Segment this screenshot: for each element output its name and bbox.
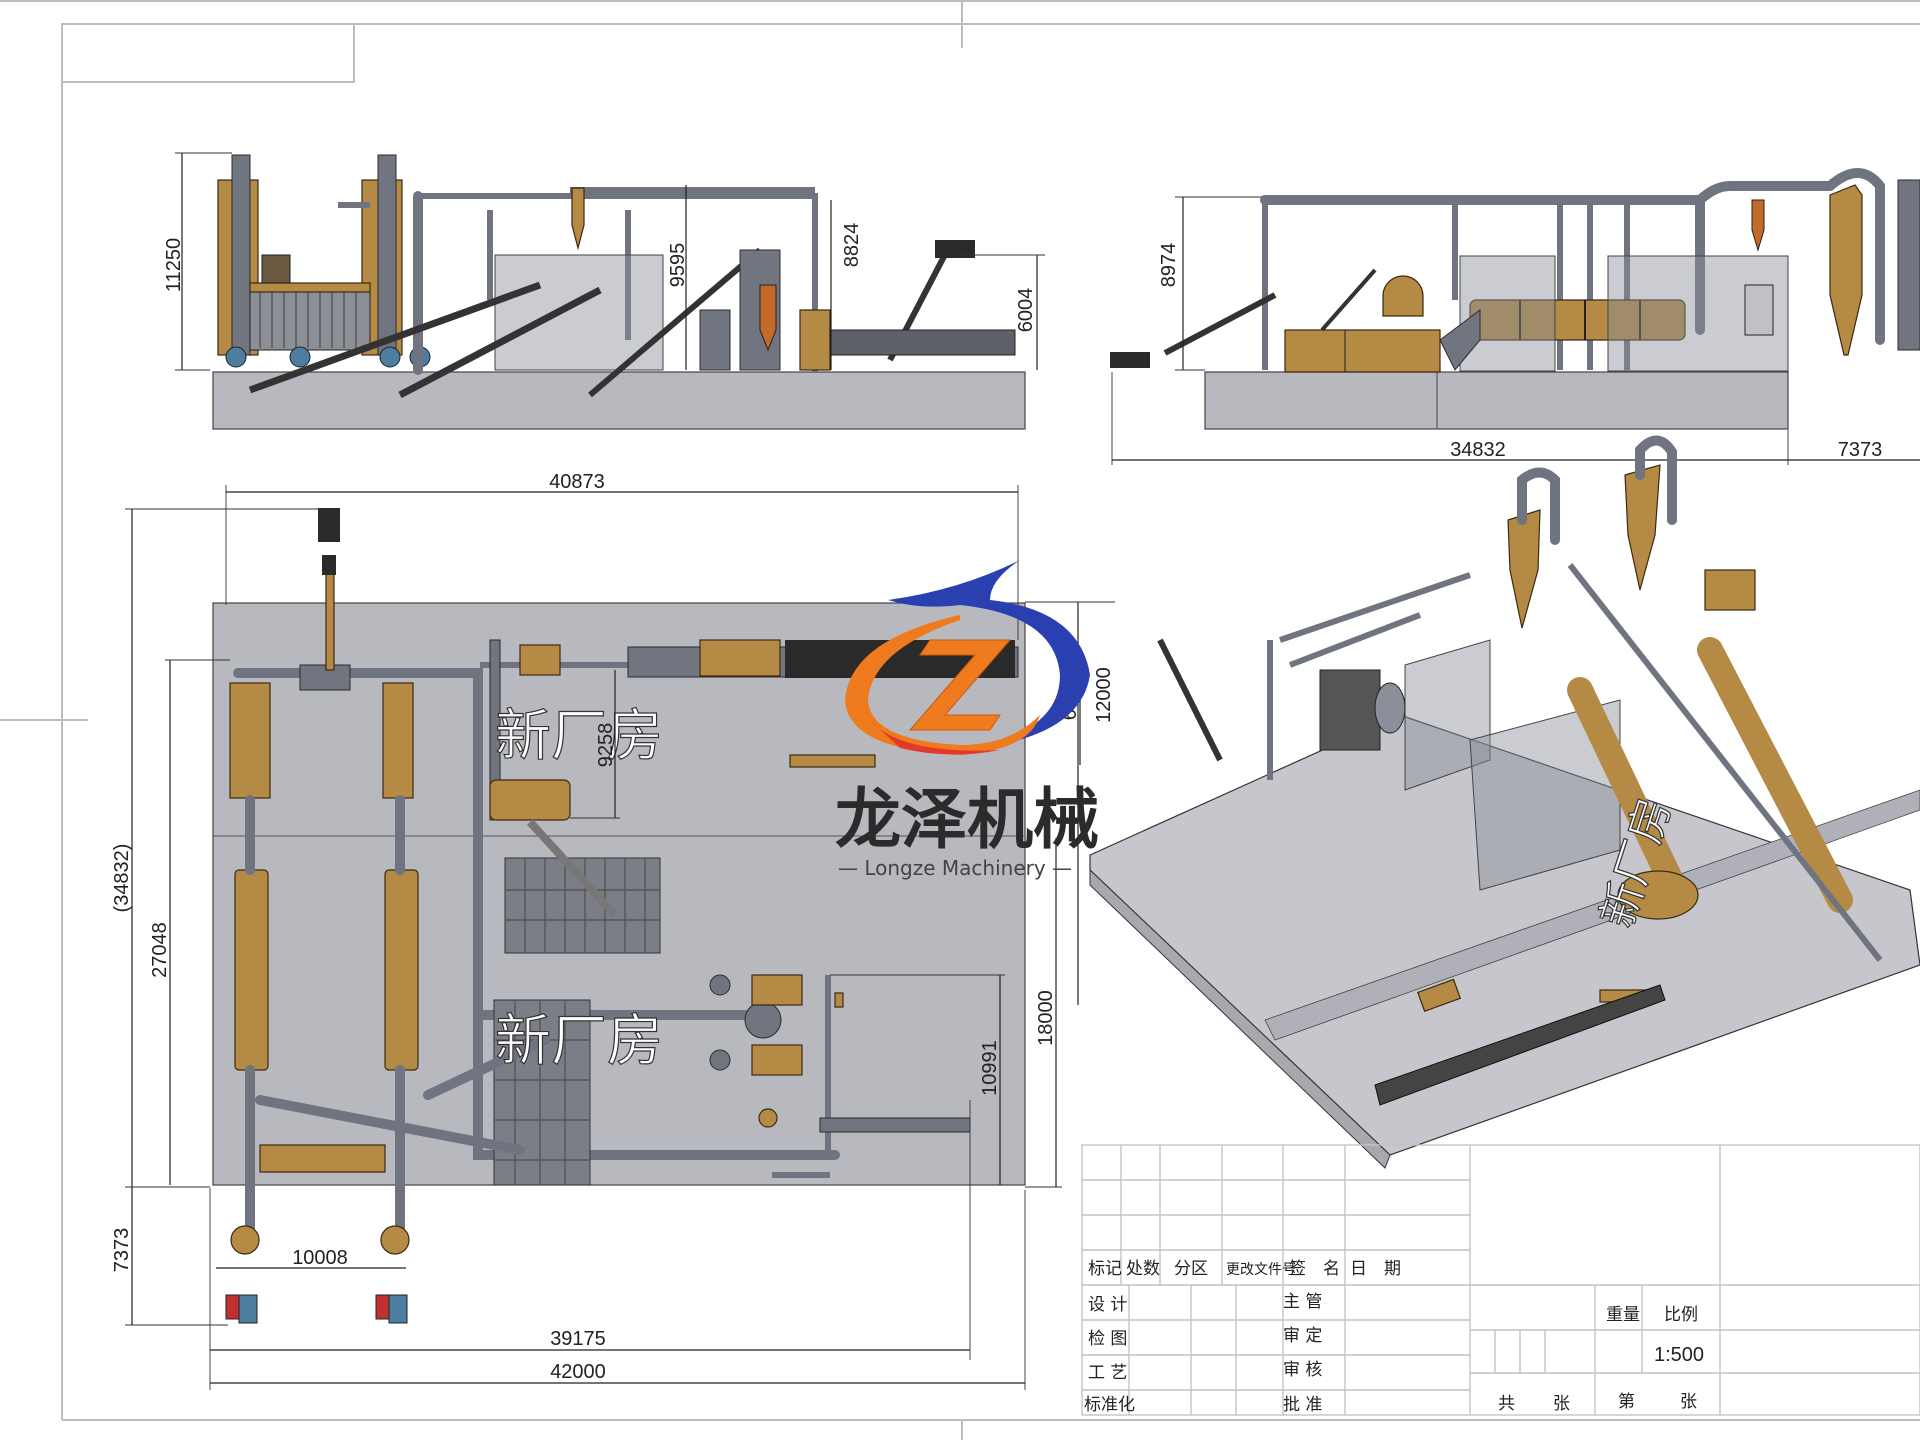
plan-dimensions: 40873 (34832) 27048 7373 12000 6527 1800…	[111, 471, 1115, 1390]
svg-text:检 图: 检 图	[1088, 1329, 1127, 1349]
svg-text:7373: 7373	[1838, 439, 1883, 461]
room-label-new-plant: 新厂房	[495, 704, 663, 769]
storage-racks-top	[504, 857, 661, 954]
svg-text:审 核: 审 核	[1283, 1360, 1322, 1380]
svg-text:11250: 11250	[163, 238, 185, 292]
svg-text:标准化: 标准化	[1084, 1395, 1135, 1415]
svg-text:第: 第	[1618, 1392, 1635, 1412]
svg-text:8974: 8974	[1158, 243, 1180, 288]
svg-text:— Longze Machinery —: — Longze Machinery —	[838, 856, 1072, 880]
svg-text:工 艺: 工 艺	[1088, 1363, 1127, 1383]
svg-text:42000: 42000	[550, 1361, 606, 1383]
svg-text:12000: 12000	[1093, 667, 1115, 723]
dryer-feed-box-right	[382, 682, 414, 799]
foundation-slab-side	[1204, 371, 1789, 430]
front-elevation-view[interactable]: 11250 9595 8824 6004	[163, 152, 1045, 430]
svg-text:40873: 40873	[549, 471, 605, 493]
front-dimensions: 11250 9595 8824 6004	[163, 152, 1045, 371]
svg-text:共: 共	[1498, 1394, 1515, 1414]
svg-text:日 期: 日 期	[1350, 1259, 1401, 1279]
svg-text:处数: 处数	[1126, 1259, 1160, 1279]
svg-text:27048: 27048	[149, 922, 171, 978]
isometric-view[interactable]: 新厂房	[1089, 435, 1920, 1169]
side-dimensions: 8974 34832 7373	[1111, 196, 1920, 465]
svg-text:1:500: 1:500	[1654, 1344, 1704, 1366]
foundation-slab	[212, 371, 1026, 430]
svg-text:审 定: 审 定	[1283, 1326, 1322, 1346]
svg-text:34832: 34832	[1450, 439, 1506, 461]
svg-text:更改文件号: 更改文件号	[1226, 1262, 1296, 1278]
svg-text:龙泽机械: 龙泽机械	[835, 781, 1099, 858]
svg-text:8824: 8824	[841, 223, 863, 268]
plan-view[interactable]: 新厂房 新厂房 40873 (34832) 27048 7373 12000 6…	[111, 471, 1115, 1390]
svg-text:39175: 39175	[550, 1328, 606, 1350]
side-elevation-view[interactable]: 8974 34832 7373	[1110, 168, 1920, 465]
svg-text:批 准: 批 准	[1283, 1395, 1322, 1415]
rotary-dryer-left	[234, 869, 269, 1071]
room-label-new-plant-2: 新厂房	[495, 1009, 663, 1074]
svg-text:重量: 重量	[1606, 1305, 1640, 1325]
svg-text:7373: 7373	[111, 1228, 133, 1273]
rotary-dryer-right	[384, 869, 419, 1071]
svg-text:10008: 10008	[292, 1247, 348, 1269]
svg-text:10991: 10991	[979, 1040, 1001, 1096]
svg-text:9258: 9258	[595, 723, 617, 768]
svg-text:张: 张	[1553, 1394, 1570, 1414]
svg-text:(34832): (34832)	[111, 844, 133, 913]
svg-text:18000: 18000	[1035, 990, 1057, 1046]
title-block: 标记 处数 分区 更改文件号 签 名 日 期 设 计 检 图 工 艺 标准化 主…	[1081, 1144, 1920, 1416]
svg-text:签 名: 签 名	[1289, 1259, 1340, 1279]
svg-text:标记: 标记	[1088, 1259, 1122, 1279]
burner	[259, 1144, 386, 1173]
svg-text:6004: 6004	[1015, 288, 1037, 333]
dryer-feed-box-left	[229, 682, 271, 799]
svg-text:9595: 9595	[667, 243, 689, 288]
svg-text:主 管: 主 管	[1283, 1292, 1322, 1312]
svg-text:设 计: 设 计	[1088, 1295, 1127, 1315]
svg-text:比例: 比例	[1664, 1305, 1698, 1325]
storage-racks-bottom	[493, 999, 591, 1186]
brand-logo: 龙泽机械 — Longze Machinery —	[835, 560, 1099, 880]
drawing-number-box	[61, 23, 355, 83]
svg-text:分区: 分区	[1174, 1259, 1208, 1279]
hammer-mill	[489, 779, 571, 821]
svg-text:张: 张	[1680, 1392, 1697, 1412]
